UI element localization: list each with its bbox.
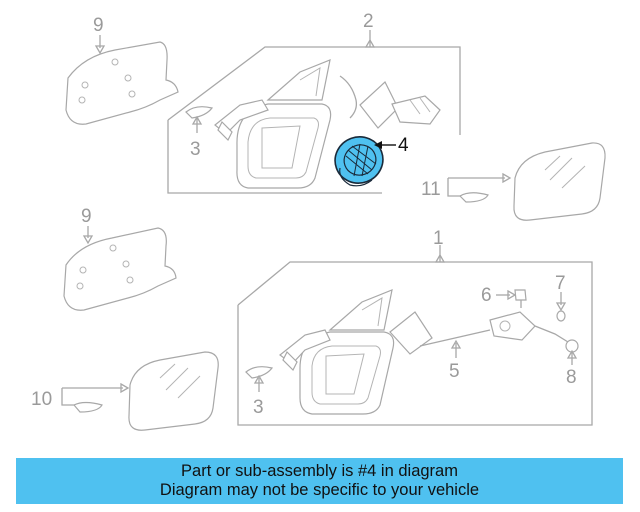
part-5: 5 (449, 339, 462, 382)
banner-line-2: Diagram may not be specific to your vehi… (159, 481, 480, 499)
callout-6: 6 (481, 285, 492, 306)
callout-8: 8 (566, 367, 577, 388)
part-9-lower: 9 (63, 206, 177, 311)
callout-2: 2 (363, 11, 374, 32)
part-11-mirror-glass: 11 (421, 142, 606, 221)
lower-assembly-group: 1 3 5 (237, 228, 593, 426)
info-banner: Part or sub-assembly is #4 in diagram Di… (16, 458, 623, 504)
part-9-upper: 9 (65, 15, 179, 125)
upper-assembly-group: 2 3 4 (167, 11, 461, 194)
mirror-housing-lower (279, 289, 569, 415)
mirror-housing-upper (214, 59, 441, 189)
callout-4: 4 (398, 135, 409, 156)
banner-line-1: Part or sub-assembly is #4 in diagram (181, 462, 458, 480)
part-10-mirror-glass: 10 (31, 351, 219, 431)
part-3-upper: 3 (185, 106, 214, 160)
part-7: 7 (555, 273, 567, 322)
callout-9-upper: 9 (93, 15, 104, 36)
part-3-lower: 3 (245, 366, 274, 418)
callout-3-lower: 3 (253, 397, 264, 418)
callout-9-lower: 9 (81, 206, 92, 227)
part-8: 8 (565, 339, 579, 388)
callout-10: 10 (31, 389, 52, 410)
callout-3-upper: 3 (190, 139, 201, 160)
callout-11: 11 (421, 179, 441, 200)
parts-diagram: 2 3 4 (31, 11, 606, 431)
callout-1: 1 (433, 228, 444, 249)
callout-5: 5 (449, 361, 460, 382)
callout-7: 7 (555, 273, 566, 294)
part-6: 6 (481, 285, 527, 308)
part-4-highlighted: 4 (334, 135, 409, 187)
